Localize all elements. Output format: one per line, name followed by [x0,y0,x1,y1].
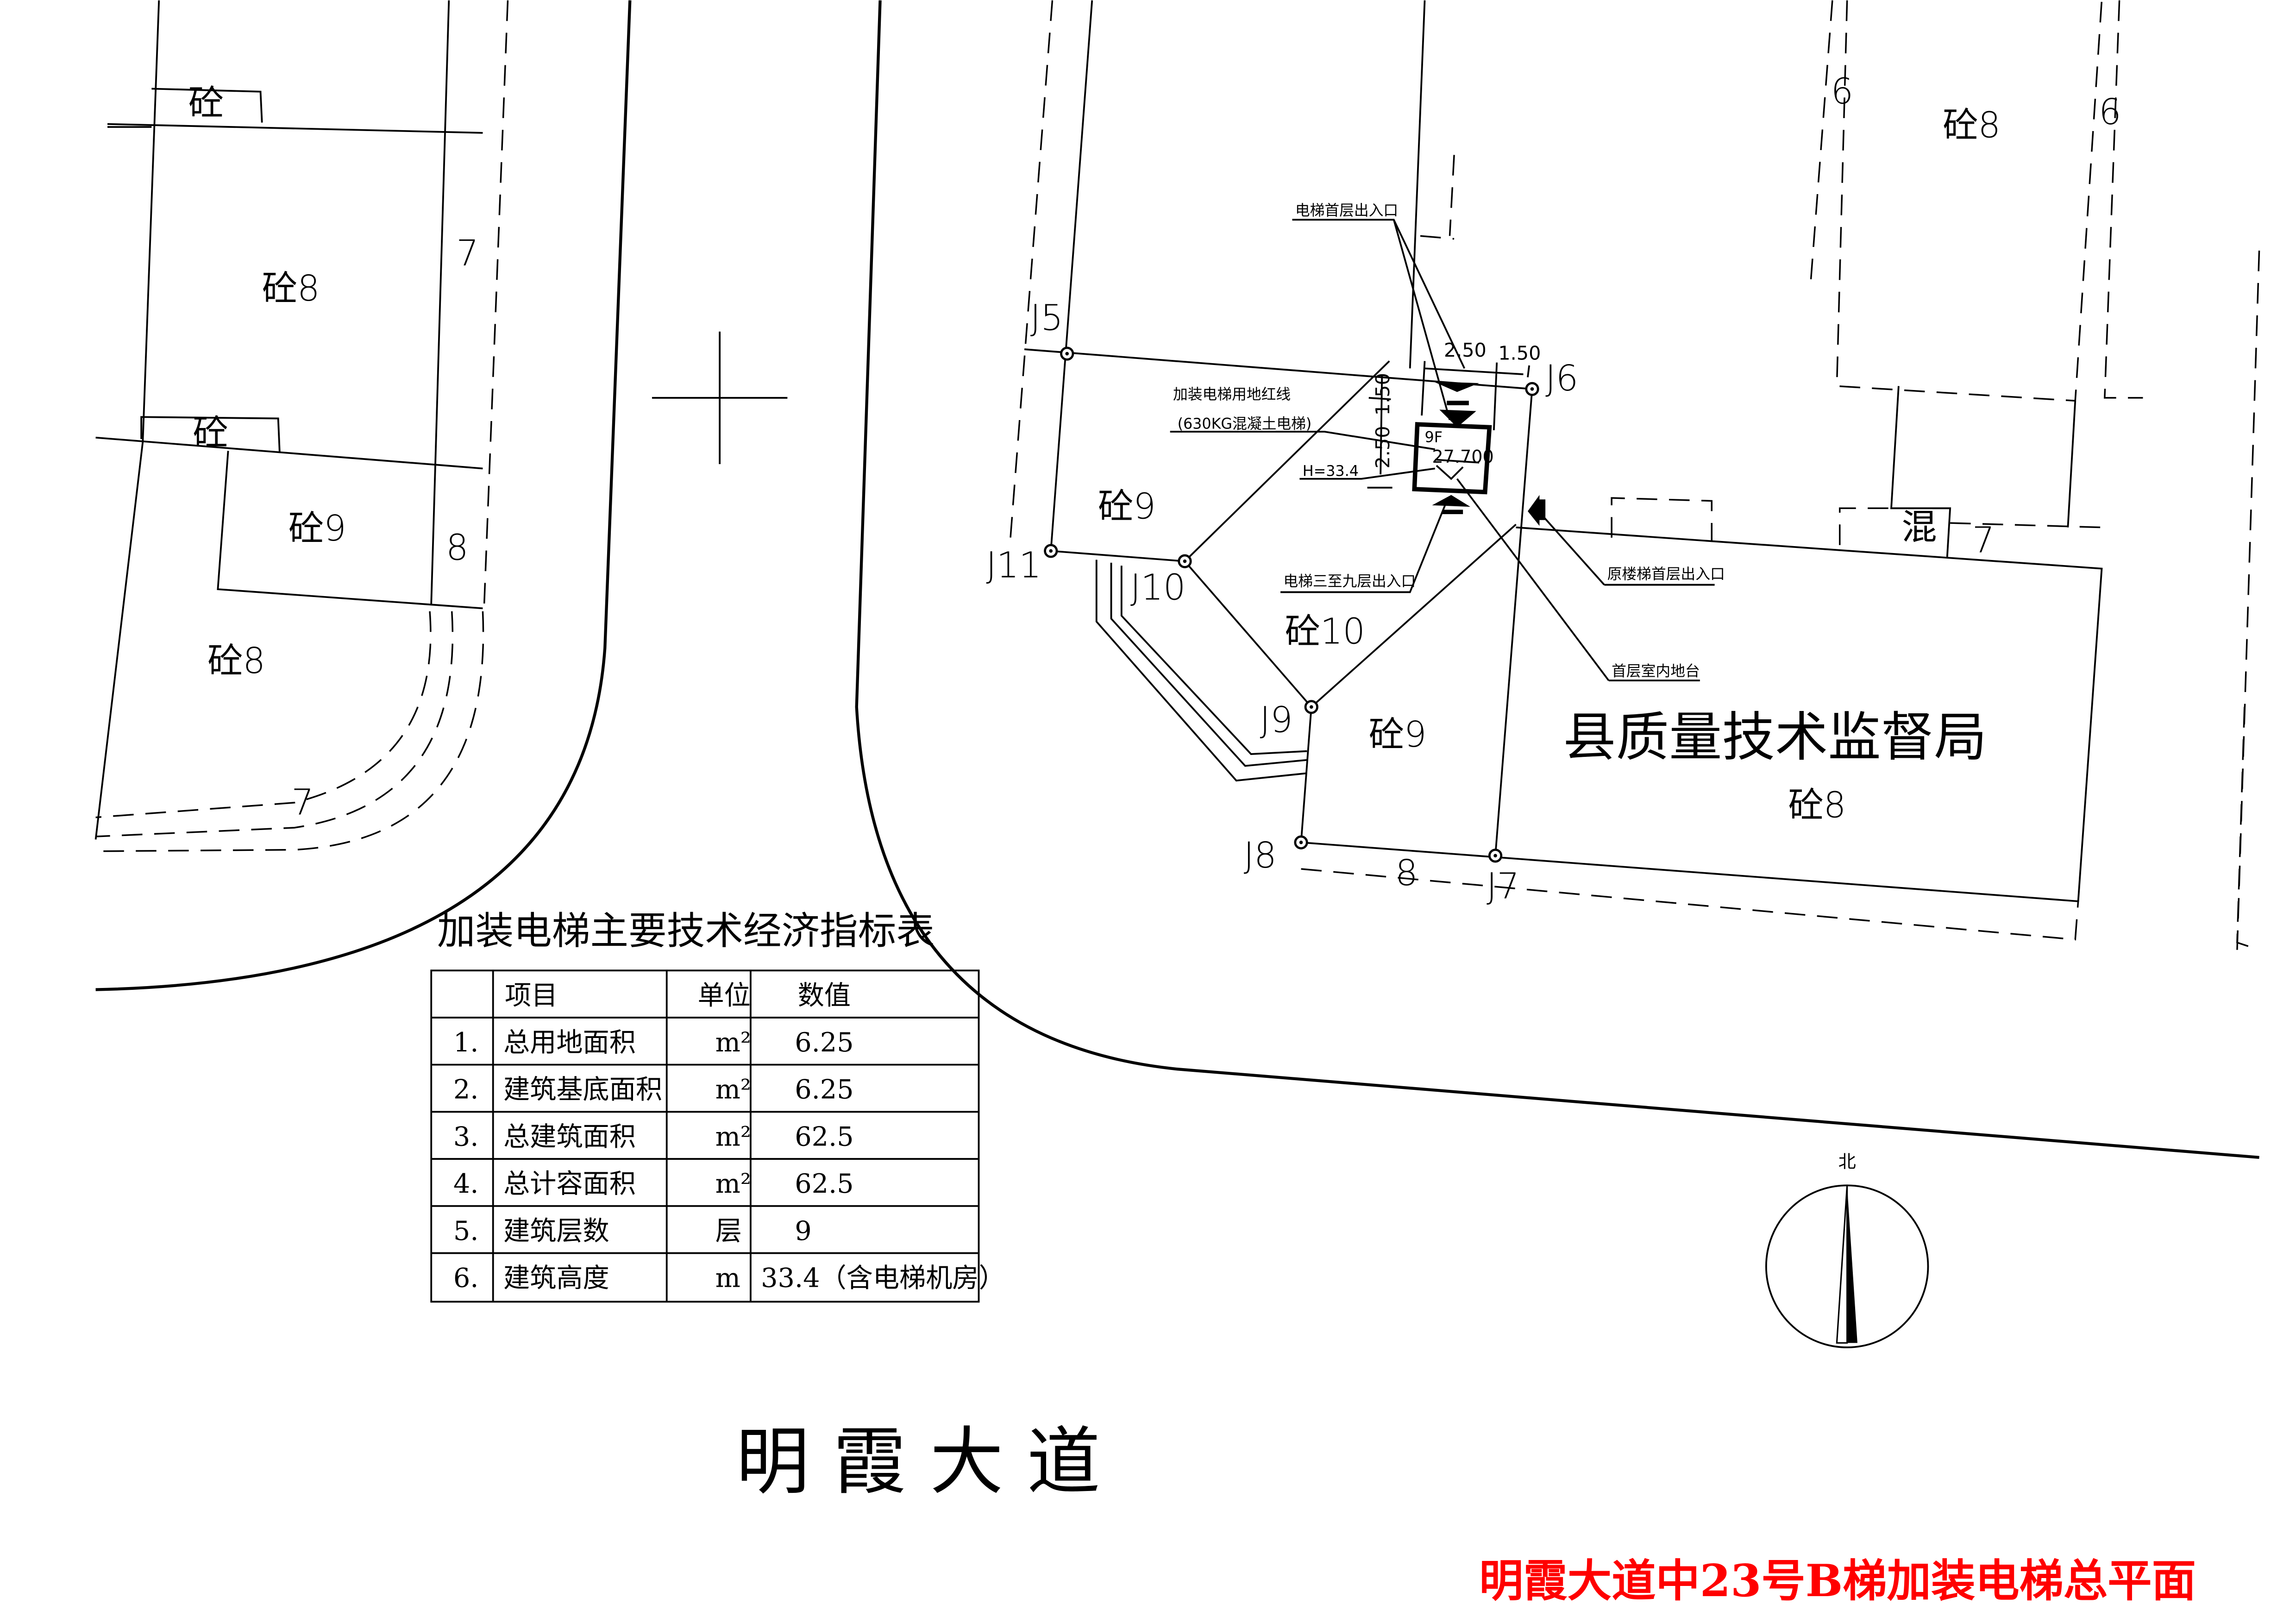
block-label: 砼8 [207,640,265,681]
item-name: 建筑高度 [503,1263,609,1294]
table-header-row: 项目 单位 数值 [505,980,851,1011]
dimension-label: 2.50 [1372,426,1394,469]
building-name: 县质量技术监督局 [1563,706,1987,768]
elevator-elevation: 27.700 [1432,447,1493,467]
unit: m² [715,1075,751,1105]
point-label-j10: J10 [1130,566,1186,608]
row-number: 3. [453,1121,479,1152]
dimension-label: 1.50 [1372,373,1394,415]
leader-lines [1170,219,1715,682]
table-title: 加装电梯主要技术经济指标表 [437,909,935,953]
item-name: 建筑层数 [503,1216,609,1246]
annotation-ground-floor-level: 首层室内地台 [1612,663,1700,680]
value: 62.5 [795,1169,853,1199]
left-buildings [94,0,788,852]
block-label: 6 [1831,70,1854,112]
road-edge-right [855,0,2259,1159]
annotation-original-stair-entry: 原楼梯首层出入口 [1607,566,1725,583]
point-label-j5: J5 [1030,297,1063,339]
point-label-j9: J9 [1260,699,1293,740]
table-header: 数值 [798,980,851,1011]
block-label: 6 [2099,91,2121,132]
block-label: 8 [446,527,469,568]
point-label-j7: J7 [1487,866,1519,907]
road-name: 明 霞 大 道 [736,1419,1100,1505]
block-label: 砼9 [1098,486,1156,527]
annotation-height: H=33.4 [1303,463,1359,479]
table-row: 6. 建筑高度 m 33.4（含电梯机房） [453,1263,1005,1294]
north-label: 北 [1838,1151,1856,1172]
annotation-red-line: 加装电梯用地红线 [1173,386,1291,403]
table-row: 3. 总建筑面积 m² 62.5 [453,1121,854,1152]
table-header: 项目 [505,980,558,1011]
row-number: 2. [453,1075,479,1105]
block-label: 砼9 [1369,714,1427,755]
indicator-table [430,969,980,1303]
annotation-floors-entry: 电梯三至九层出入口 [1283,573,1416,590]
value: 62.5 [795,1121,853,1152]
item-name: 总用地面积 [503,1027,636,1058]
road-edge-left [95,0,632,991]
survey-points [1044,346,1539,863]
block-label: 砼8 [1788,785,1846,826]
unit: m [715,1263,740,1294]
unit: m² [715,1027,751,1058]
annotation-elevator-type: (630KG混凝土电梯) [1178,416,1312,433]
value: 33.4（含电梯机房） [761,1263,1005,1294]
block-label: 7 [456,233,479,274]
unit: m² [715,1169,751,1199]
table-rows: 1. 总用地面积 m² 6.25 2. 建筑基底面积 m² 6.25 3. 总建筑面积 m² 62.5… [453,1027,1005,1294]
block-label: 8 [1395,852,1418,893]
block-label: 砼 [193,412,228,453]
dimension-label: 2.50 [1444,339,1487,361]
block-label: 混 [1901,506,1937,547]
block-label: 砼9 [289,508,346,549]
block-label: 砼10 [1285,611,1365,652]
item-name: 总建筑面积 [503,1121,636,1152]
annotation-elevator-ground-entry: 电梯首层出入口 [1295,202,1398,219]
value: 6.25 [795,1027,853,1058]
row-number: 5. [453,1216,479,1246]
table-row: 5. 建筑层数 层 9 [453,1216,812,1246]
item-name: 建筑基底面积 [503,1075,662,1105]
point-label-j6: J6 [1545,358,1578,399]
north-arrow-icon [1765,1184,1929,1348]
row-number: 6. [453,1263,479,1294]
elevator-floors: 9F [1425,429,1443,446]
dimension-label: 1.50 [1498,342,1541,364]
elevator-footprint [1412,381,1546,526]
row-number: 1. [453,1027,479,1058]
right-buildings [1009,0,2260,951]
unit: m² [715,1121,751,1152]
block-label: 砼8 [262,268,320,309]
block-label: 砼 [188,82,224,124]
row-number: 4. [453,1169,479,1199]
dimension-lines [1367,361,1531,489]
drawing-title: 明霞大道中23号B梯加装电梯总平面 [1479,1555,2196,1607]
table-row: 1. 总用地面积 m² 6.25 [453,1027,854,1058]
unit: 层 [715,1216,742,1246]
point-label-j11: J11 [986,545,1041,586]
block-label: 7 [291,781,314,823]
table-header: 单位 [697,980,750,1011]
table-row: 4. 总计容面积 m² 62.5 [453,1169,854,1199]
item-name: 总计容面积 [503,1169,636,1199]
value: 6.25 [795,1075,853,1105]
table-row: 2. 建筑基底面积 m² 6.25 [453,1075,854,1105]
block-label: 7 [1972,520,1995,561]
value: 9 [795,1216,811,1246]
block-label: 砼8 [1943,104,2001,145]
point-label-j8: J8 [1244,835,1277,876]
